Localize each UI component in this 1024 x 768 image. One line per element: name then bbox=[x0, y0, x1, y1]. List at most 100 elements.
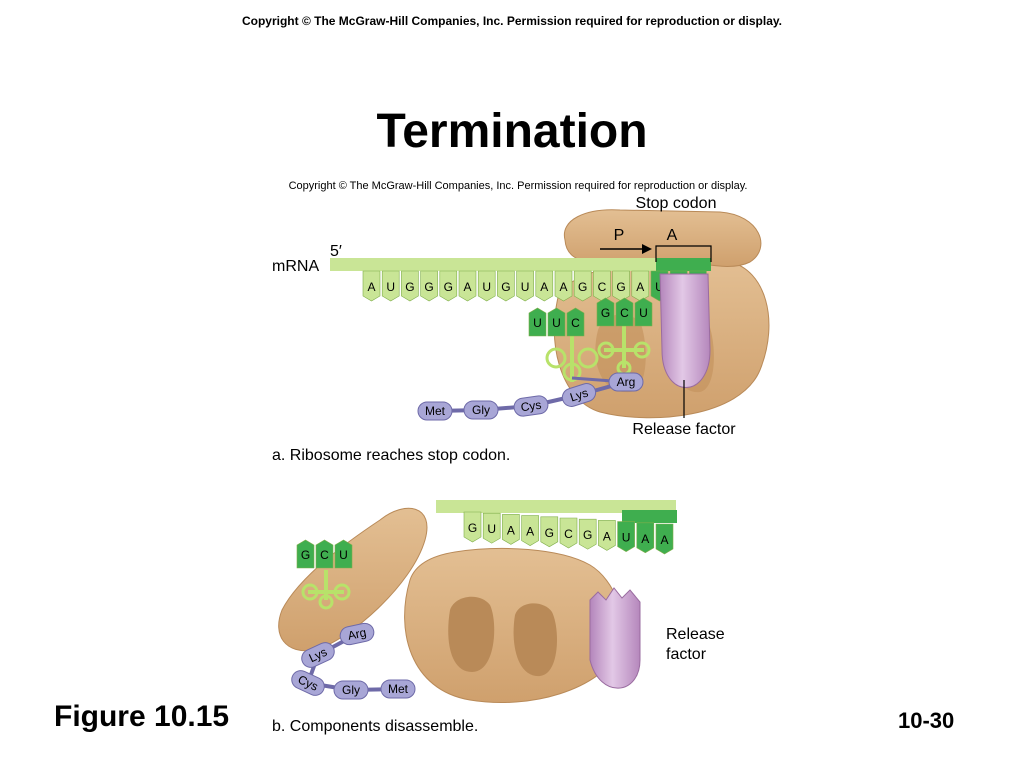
mrna-base-b-letter: U bbox=[487, 522, 496, 536]
anticodon-base bbox=[296, 539, 315, 569]
svg-text:Gly: Gly bbox=[342, 683, 360, 697]
mrna-base-a-letter: A bbox=[463, 280, 471, 294]
anticodon-base bbox=[315, 539, 334, 569]
mrna-base-b-letter: G bbox=[468, 521, 477, 535]
mrna-base-b bbox=[540, 516, 559, 548]
mrna-base-a bbox=[401, 270, 419, 302]
amino-acid-lys: Lys bbox=[301, 642, 335, 668]
mrna-base-a bbox=[554, 270, 573, 302]
mrna-base-b-letter: A bbox=[641, 532, 649, 546]
anticodon-base-letter: C bbox=[320, 548, 329, 562]
mrna-base-a-letter: U bbox=[655, 280, 664, 294]
five-prime-label: 5′ bbox=[330, 243, 342, 260]
svg-text:Met: Met bbox=[425, 404, 446, 418]
mrna-base-a bbox=[497, 270, 515, 302]
caption-b: b. Components disassemble. bbox=[272, 718, 478, 735]
mrna-base-a bbox=[573, 270, 592, 302]
polypeptide-a: Met Gly Cys Lys Arg bbox=[417, 372, 644, 421]
anticodon-base-letter: U bbox=[639, 306, 648, 320]
mrna-base-b-letter: G bbox=[545, 526, 554, 540]
mrna-base-a-letter: G bbox=[444, 280, 453, 294]
figure-label: Figure 10.15 bbox=[54, 700, 230, 733]
anticodon-base bbox=[596, 297, 615, 327]
anticodon-base-letter: C bbox=[571, 316, 580, 330]
mrna-label: mRNA bbox=[272, 258, 319, 275]
anticodon-base-letter: C bbox=[620, 306, 629, 320]
anticodon-base bbox=[634, 297, 653, 327]
svg-text:Met: Met bbox=[388, 682, 409, 696]
a-site-label: A bbox=[667, 227, 678, 244]
mrna-base-b bbox=[636, 522, 655, 554]
slide-title: Termination bbox=[376, 105, 648, 158]
anticodon-base bbox=[615, 297, 634, 327]
anticodon-base bbox=[334, 539, 353, 569]
mrna-strand-b bbox=[436, 500, 676, 513]
mrna-base-a-letter: U bbox=[482, 280, 491, 294]
mrna-base-a-letter: A bbox=[636, 280, 644, 294]
mrna-base-b bbox=[463, 511, 482, 543]
mrna-base-a-letter: G bbox=[405, 280, 414, 294]
ribosome-large-subunit-b bbox=[404, 547, 624, 703]
mrna-base-b bbox=[502, 514, 520, 545]
mrna-base-a-letter: G bbox=[616, 280, 625, 294]
mrna-base-b bbox=[578, 518, 597, 550]
mrna-base-a-letter: C bbox=[598, 280, 607, 294]
amino-acid-gly: Gly bbox=[333, 680, 369, 700]
caption-a: a. Ribosome reaches stop codon. bbox=[272, 447, 510, 464]
amino-acid-met: Met bbox=[380, 679, 416, 699]
mrna-base-a bbox=[362, 270, 381, 302]
release-factor-label-b-line1: Release bbox=[666, 626, 725, 643]
mrna-base-b bbox=[617, 521, 635, 552]
release-factor-a bbox=[659, 273, 711, 388]
anticodon-base-letter: U bbox=[339, 548, 348, 562]
release-factor-label-b-line2: factor bbox=[666, 646, 707, 663]
mrna-base-a bbox=[381, 270, 400, 302]
copyright-notice: Copyright © The McGraw-Hill Companies, I… bbox=[241, 14, 783, 28]
mrna-base-b-letter: U bbox=[622, 531, 631, 545]
anticodon-base bbox=[566, 307, 585, 337]
mrna-base-a bbox=[458, 270, 477, 302]
amino-acid-lys: Lys bbox=[561, 383, 597, 407]
amino-acid-gly: Gly bbox=[463, 400, 499, 420]
trna-b bbox=[301, 570, 351, 610]
mrna-base-a-letter: A bbox=[367, 280, 375, 294]
mrna-base-a-letter: A bbox=[540, 280, 548, 294]
mrna-base-a bbox=[516, 270, 534, 302]
p-site-label: P bbox=[614, 227, 625, 244]
anticodon-base-letter: G bbox=[301, 548, 310, 562]
anticodon-base-letter: U bbox=[533, 316, 542, 330]
svg-text:Gly: Gly bbox=[472, 403, 490, 417]
release-factor-b bbox=[589, 587, 641, 689]
mrna-base-b-letter: C bbox=[564, 527, 573, 541]
mrna-base-b-letter: A bbox=[603, 529, 611, 543]
mrna-base-a-letter: A bbox=[559, 280, 567, 294]
mrna-base-a bbox=[477, 270, 496, 302]
figure-copyright: Copyright © The McGraw-Hill Companies, I… bbox=[289, 180, 748, 192]
a-site-bracket bbox=[655, 245, 712, 262]
mrna-base-a-letter: G bbox=[578, 280, 587, 294]
svg-text:Cys: Cys bbox=[520, 398, 542, 415]
mrna-base-a-letter: U bbox=[386, 280, 395, 294]
release-factor-label-a: Release factor bbox=[632, 421, 736, 438]
mrna-base-a bbox=[420, 270, 438, 302]
amino-acid-met: Met bbox=[417, 401, 453, 421]
mrna-base-a-letter: G bbox=[424, 280, 433, 294]
mrna-base-b-letter: A bbox=[526, 525, 534, 539]
mrna-base-b-letter: A bbox=[660, 533, 668, 547]
amino-acid-arg: Arg bbox=[339, 622, 375, 646]
svg-text:Arg: Arg bbox=[617, 375, 636, 389]
anticodon-base-letter: G bbox=[601, 306, 610, 320]
amino-acid-cys: Cys bbox=[291, 670, 325, 696]
svg-text:Lys: Lys bbox=[307, 645, 329, 665]
mrna-base-b bbox=[655, 523, 674, 555]
mrna-base-b bbox=[482, 512, 501, 544]
mrna-bases-a: AUGGGAUGUAAGCGAUAA bbox=[362, 270, 707, 302]
anticodon-base-letter: U bbox=[552, 316, 561, 330]
amino-acid-cys: Cys bbox=[513, 395, 549, 417]
mrna-base-b bbox=[521, 515, 539, 546]
